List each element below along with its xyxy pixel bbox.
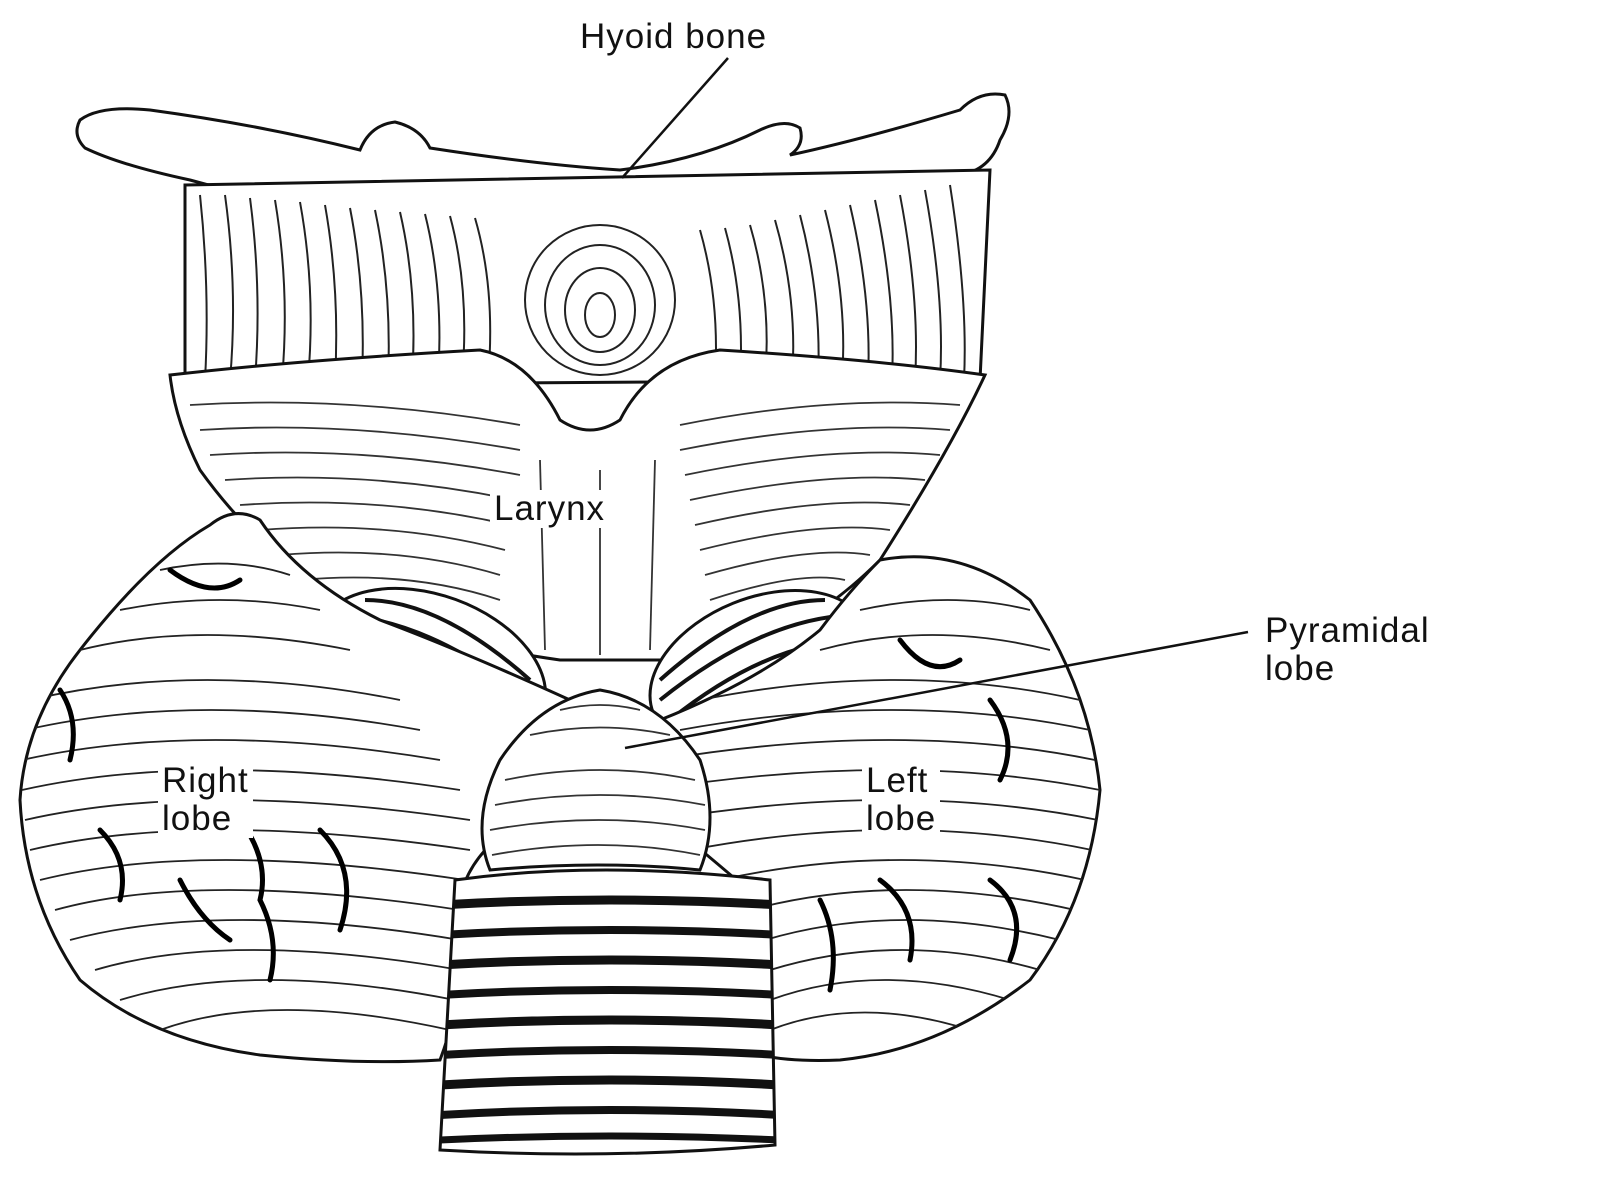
label-larynx: Larynx xyxy=(490,490,610,528)
thyrohyoid-membrane-drawing xyxy=(183,168,992,387)
leader-lines xyxy=(621,57,1249,750)
label-right-line1: Right xyxy=(162,761,249,800)
label-left-line1: Left xyxy=(866,761,929,800)
label-right-line2: lobe xyxy=(162,799,233,838)
hyoid-leader-line xyxy=(621,57,729,179)
label-pyramidal-lobe: Pyramidal lobe xyxy=(1265,612,1430,688)
pyramidal-leader-line xyxy=(624,630,1249,750)
label-right-lobe: Right lobe xyxy=(158,762,253,838)
label-pyramidal-line1: Pyramidal xyxy=(1265,611,1430,650)
label-left-lobe: Left lobe xyxy=(862,761,941,838)
pyramidal-lobe-drawing xyxy=(480,688,712,872)
label-pyramidal-line2: lobe xyxy=(1265,649,1336,688)
label-hyoid-bone: Hyoid bone xyxy=(580,17,768,56)
trachea-drawing xyxy=(438,868,777,1156)
label-left-line2: lobe xyxy=(866,799,937,838)
